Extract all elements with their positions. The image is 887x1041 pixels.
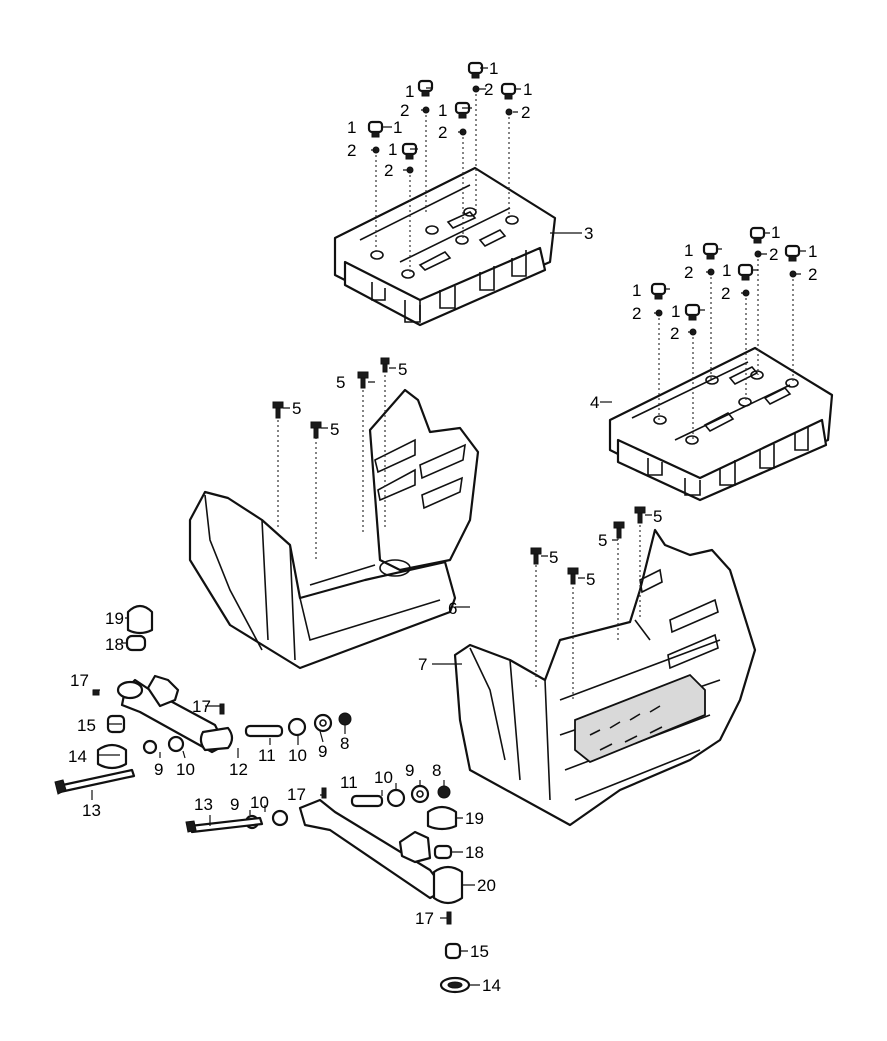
screws-part-7 bbox=[530, 506, 646, 585]
swing-arm-right bbox=[298, 794, 464, 905]
callout-2: 2 bbox=[484, 80, 493, 99]
callout-18: 18 bbox=[465, 843, 484, 862]
callout-11: 11 bbox=[258, 746, 276, 765]
callout-2: 2 bbox=[684, 263, 693, 282]
footwell-guard-7 bbox=[453, 525, 757, 827]
callout-12: 12 bbox=[229, 760, 248, 779]
swing-arm-left bbox=[116, 674, 284, 754]
callout-19: 19 bbox=[465, 809, 484, 828]
callout-1: 1 bbox=[393, 118, 402, 137]
callout-2: 2 bbox=[670, 324, 679, 343]
callout-14: 14 bbox=[482, 976, 501, 995]
screws-part-6 bbox=[272, 357, 390, 439]
callout-19: 19 bbox=[105, 609, 124, 628]
callout-1: 1 bbox=[489, 59, 498, 78]
callout-2: 2 bbox=[721, 284, 730, 303]
callout-labels: 1 1 1 1 1 1 2 2 2 2 2 2 1 3 1 2 1 2 1 2 … bbox=[68, 59, 817, 995]
callout-17: 17 bbox=[415, 909, 434, 928]
callout-6: 6 bbox=[448, 599, 457, 618]
fasteners-part-4 bbox=[650, 226, 801, 440]
callout-1: 1 bbox=[632, 281, 641, 300]
callout-17: 17 bbox=[70, 671, 89, 690]
callout-2: 2 bbox=[521, 103, 530, 122]
bushings-left bbox=[54, 604, 352, 795]
callout-1: 1 bbox=[808, 242, 817, 261]
callout-1: 1 bbox=[523, 80, 532, 99]
callout-1: 1 bbox=[684, 241, 693, 260]
callout-9: 9 bbox=[405, 761, 414, 780]
callout-8: 8 bbox=[432, 761, 441, 780]
callout-4: 4 bbox=[590, 393, 599, 412]
callout-2: 2 bbox=[769, 245, 778, 264]
callout-10: 10 bbox=[250, 793, 269, 812]
callout-2: 2 bbox=[400, 101, 409, 120]
callout-5: 5 bbox=[398, 360, 407, 379]
callout-1: 1 bbox=[388, 140, 397, 159]
callout-2: 2 bbox=[384, 161, 393, 180]
callout-9: 9 bbox=[318, 742, 327, 761]
callout-5: 5 bbox=[292, 399, 301, 418]
callout-5: 5 bbox=[330, 420, 339, 439]
callout-17: 17 bbox=[287, 785, 306, 804]
footrest-plate-3 bbox=[333, 166, 557, 327]
callout-9: 9 bbox=[154, 760, 163, 779]
callout-9: 9 bbox=[230, 795, 239, 814]
callout-1: 1 bbox=[347, 118, 356, 137]
callout-8: 8 bbox=[340, 734, 349, 753]
callout-2: 2 bbox=[808, 265, 817, 284]
callout-1: 1 bbox=[671, 302, 680, 321]
callout-20: 20 bbox=[477, 876, 496, 895]
footrest-plate-4 bbox=[608, 346, 834, 502]
leader-lines bbox=[91, 67, 806, 986]
callout-11: 11 bbox=[340, 773, 358, 792]
callout-14: 14 bbox=[68, 747, 87, 766]
callout-2: 2 bbox=[438, 123, 447, 142]
callout-3: 3 bbox=[584, 224, 593, 243]
callout-10: 10 bbox=[288, 746, 307, 765]
callout-2: 2 bbox=[632, 304, 641, 323]
callout-1: 1 bbox=[438, 101, 447, 120]
callout-1: 1 bbox=[722, 261, 731, 280]
callout-5: 5 bbox=[586, 570, 595, 589]
callout-5: 5 bbox=[336, 373, 345, 392]
callout-13: 13 bbox=[194, 795, 213, 814]
callout-10: 10 bbox=[176, 760, 195, 779]
callout-5: 5 bbox=[549, 548, 558, 567]
callout-1: 1 bbox=[405, 82, 414, 101]
callout-10: 10 bbox=[374, 768, 393, 787]
callout-2: 2 bbox=[347, 141, 356, 160]
callout-15: 15 bbox=[77, 716, 96, 735]
footwell-guard-6 bbox=[188, 370, 480, 670]
callout-5: 5 bbox=[598, 531, 607, 550]
callout-5: 5 bbox=[653, 507, 662, 526]
callout-1: 1 bbox=[771, 223, 780, 242]
callout-18: 18 bbox=[105, 635, 124, 654]
callout-17: 17 bbox=[192, 697, 211, 716]
callout-7: 7 bbox=[418, 655, 427, 674]
callout-13: 13 bbox=[82, 801, 101, 820]
callout-15: 15 bbox=[470, 942, 489, 961]
